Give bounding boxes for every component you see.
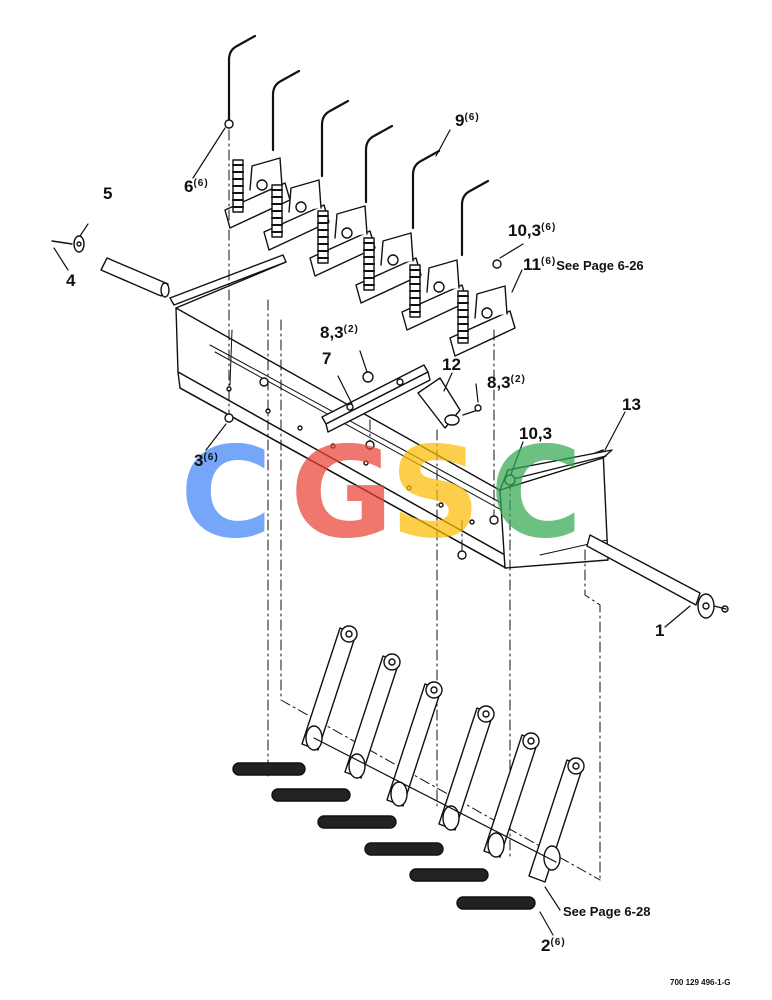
lower-arm-2 [344,653,401,779]
callout-number: 10,3 [508,221,542,240]
callout-3: 3(6) [194,452,219,470]
watermark-letter: G [290,419,394,566]
callout-8-3-left: 8,3(2) [320,324,359,342]
watermark-letter: C [490,419,583,566]
end-plate [499,449,613,569]
spring-bracket-2 [263,69,330,251]
lower-arm-3 [386,681,443,807]
callout-quantity: (6) [203,452,219,463]
spring-bracket-3 [309,99,376,277]
callout-number: 5 [103,184,113,203]
callout-quantity: (6) [540,256,557,267]
callout-10-3-lower: 10,3 [519,425,552,443]
pin [51,235,170,298]
callout-12: 12 [442,356,461,374]
callout-number: 6 [184,177,194,196]
arm-shaft [313,737,557,863]
callout-number: 11 [523,255,541,274]
shaft [586,534,729,619]
callout-quantity: (2) [343,324,359,335]
hardware [224,119,516,560]
callout-13: 13 [622,396,641,414]
callout-number: 1 [655,621,665,640]
callout-2: 2(6) [541,937,566,955]
spring-bracket-5 [401,149,468,331]
callout-quantity: (6) [193,178,209,189]
lower-arm-1 [301,625,358,751]
callout-8-3-right: 8,3(2) [487,374,526,392]
watermark-letter: S [390,419,481,566]
callout-number: 8,3 [320,323,344,342]
callout-number: 12 [442,355,461,374]
callout-number: 10,3 [519,424,553,443]
callout-number: 2 [541,936,551,955]
bar [321,364,431,433]
spring-bracket-6 [449,179,516,357]
watermark-letter: C [180,419,273,566]
part-12 [417,377,479,429]
callout-number: 4 [66,271,76,290]
lower-arm-6 [528,757,585,883]
callout-4: 4 [66,272,75,290]
callout-number: 3 [194,451,204,470]
callout-number: 13 [622,395,641,414]
callout-9: 9(6) [455,112,480,130]
callout-quantity: (6) [550,937,566,948]
callout-11: 11(6)See Page 6-26 [523,256,644,274]
lower-springs [232,762,536,910]
callout-number: 7 [322,349,332,368]
callout-6: 6(6) [184,178,209,196]
callout-note: See Page 6-26 [556,258,644,273]
callout-quantity: (6) [464,112,480,123]
leader-lines [53,127,691,936]
spring-bracket-4 [355,124,422,304]
callout-1: 1 [655,622,664,640]
see-page-note: See Page 6-28 [563,904,651,919]
callout-10-3-upper: 10,3(6) [508,222,556,240]
callout-number: 9 [455,111,465,130]
callout-quantity: (6) [541,222,557,233]
callout-7: 7 [322,350,331,368]
callout-number: 8,3 [487,373,511,392]
figure-number: 700 129 496-1-G [670,978,731,987]
callout-5: 5 [103,185,112,203]
lower-arm-5 [483,732,540,858]
callout-quantity: (2) [510,374,526,385]
lower-arm-4 [438,705,495,831]
